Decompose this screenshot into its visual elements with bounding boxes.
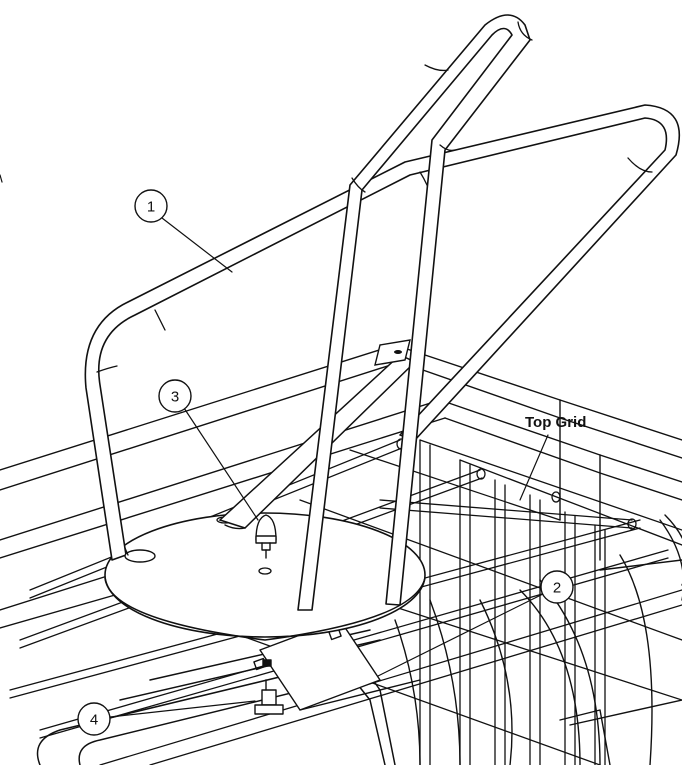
- upright-loop: [297, 14, 533, 611]
- callout-1: 1: [134, 189, 168, 223]
- hex-nut: [255, 514, 277, 559]
- callout-2: 2: [540, 570, 574, 604]
- callout-2-number: 2: [553, 580, 561, 597]
- cage-structure: [0, 344, 682, 629]
- callout-3: 3: [158, 379, 192, 413]
- callout-4-number: 4: [90, 712, 98, 729]
- bracket-plate: [253, 619, 682, 765]
- top-grid-label: Top Grid: [525, 414, 586, 431]
- base-disk: [104, 512, 426, 641]
- callout-3-number: 3: [171, 389, 179, 406]
- handle-assembly: [84, 104, 681, 563]
- bolt: [254, 659, 284, 715]
- callout-1-number: 1: [147, 199, 155, 216]
- rear-bracket: [374, 339, 411, 366]
- cage-hoops: [394, 514, 682, 765]
- leader-lines: [0, 174, 549, 718]
- callout-4: 4: [77, 702, 111, 736]
